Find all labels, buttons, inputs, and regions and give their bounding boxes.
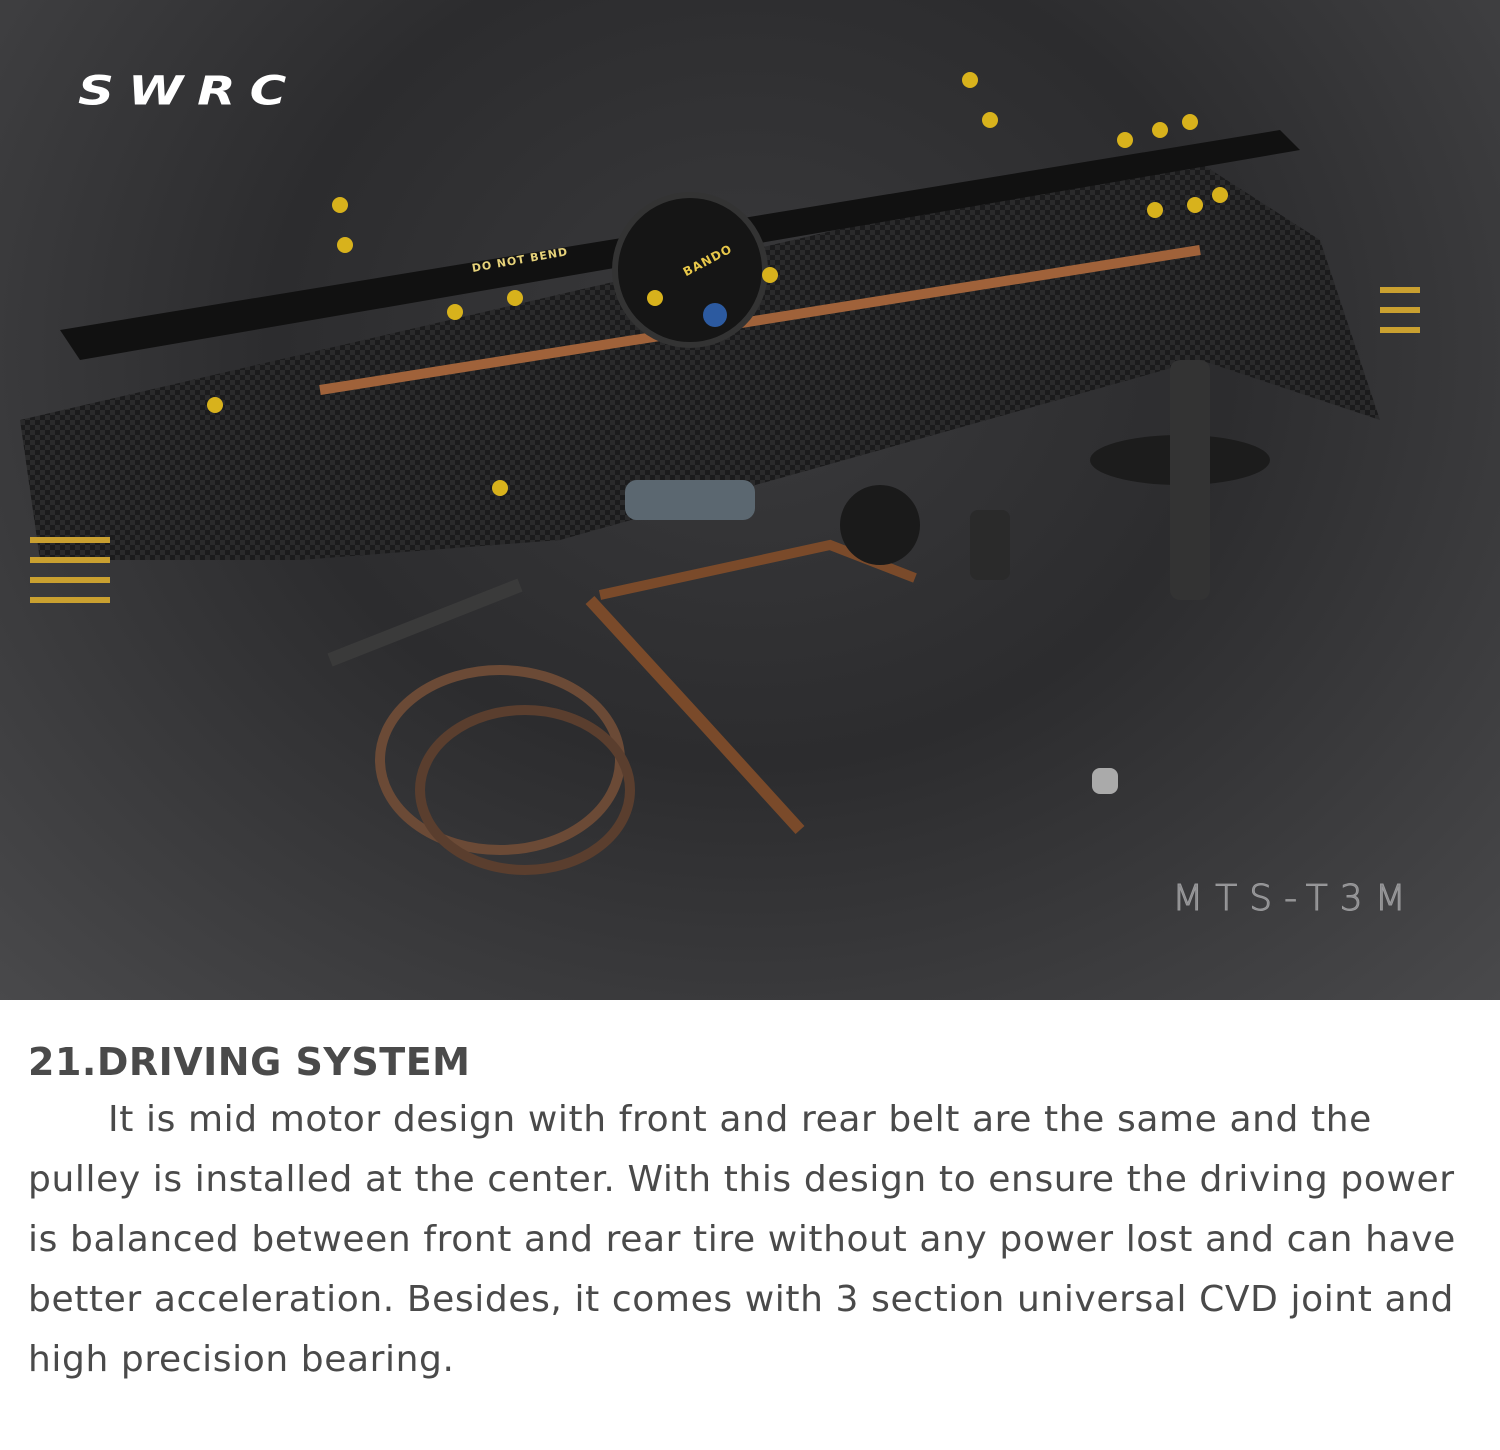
turnbuckle	[327, 578, 523, 667]
spare-belt-2	[415, 705, 635, 875]
pulley-gear	[840, 485, 920, 565]
watermark-model: MTS-T3M	[1172, 878, 1418, 920]
cvd-shaft	[585, 595, 805, 835]
diff-shaft	[1170, 360, 1210, 600]
product-photo: DO NOT BEND BANDO SWRC MTS-T3M	[0, 0, 1500, 1000]
bearing-small	[1092, 768, 1118, 794]
logo: SWRC	[78, 67, 301, 115]
watermark: MTS-T3M	[1150, 878, 1440, 920]
shocks	[30, 287, 1420, 603]
section-body: It is mid motor design with front and re…	[28, 1099, 1456, 1380]
motor-mount	[625, 480, 755, 520]
section-heading: 21.DRIVING SYSTEM	[28, 1040, 471, 1084]
description-section: 21.DRIVING SYSTEM It is mid motor design…	[28, 1040, 1488, 1390]
chassis-plate	[20, 150, 1380, 560]
belt	[319, 245, 1201, 395]
cvd-shaft-2	[598, 539, 917, 600]
drive-cup	[970, 510, 1010, 580]
bearing	[703, 303, 727, 327]
gold-screws	[207, 72, 1228, 496]
spare-belt-1	[375, 665, 625, 855]
chassis-illustration	[20, 72, 1420, 875]
